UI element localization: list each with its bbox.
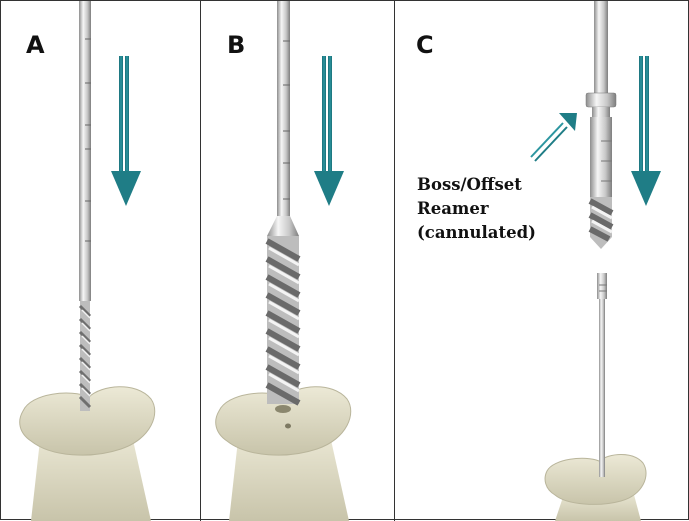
callout-line-1: Boss/Offset (417, 173, 577, 197)
callout-line-3: (cannulated) (417, 221, 577, 245)
panel-a: A (1, 1, 200, 521)
panel-b-label: B (227, 31, 245, 59)
downward-arrow-icon (111, 56, 141, 206)
downward-arrow-icon (631, 56, 661, 206)
pin-hole (285, 424, 291, 429)
panel-b: B (201, 1, 394, 521)
driver-rod (594, 1, 608, 93)
reamer-flutes (590, 197, 612, 249)
panel-a-label: A (26, 31, 45, 59)
panel-a-illustration (1, 1, 200, 521)
guide-rod (277, 1, 290, 221)
drill-hole (275, 405, 291, 413)
callout-line-2: Reamer (417, 197, 577, 221)
reamer-collar (586, 93, 616, 107)
panel-c: C (395, 1, 689, 521)
tibial-plateau (545, 455, 646, 505)
downward-arrow-icon (314, 56, 344, 206)
reamer-callout: Boss/Offset Reamer (cannulated) (417, 173, 577, 245)
guide-rod (79, 1, 91, 301)
guide-pin-tip (597, 273, 607, 299)
panel-c-illustration (395, 1, 689, 521)
guide-pin (599, 297, 605, 477)
reamer-taper (267, 216, 299, 236)
drill-flutes (80, 301, 90, 411)
reamer-shaft (590, 117, 612, 197)
panel-c-label: C (416, 31, 434, 59)
panel-b-illustration (201, 1, 394, 521)
callout-pointer-icon (531, 113, 577, 161)
reamer-body (267, 236, 299, 404)
